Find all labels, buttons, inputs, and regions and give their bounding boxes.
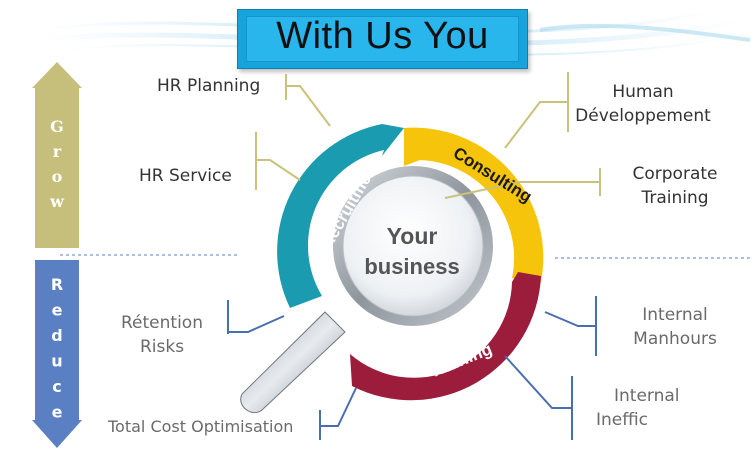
ineffic-line2: Ineffic (596, 410, 649, 430)
ineffic-line1: Internal (614, 386, 680, 406)
manhours-connector (544, 296, 597, 356)
retention-line2: Risks (139, 337, 185, 357)
retention-connector (227, 300, 285, 334)
total-cost-connector (319, 387, 357, 440)
magnifier-handle (240, 311, 346, 414)
training-arc (350, 272, 541, 401)
center-text-line2: business (364, 254, 459, 279)
manhours-line1: Internal (642, 305, 708, 325)
retention-label: Rétention Risks (114, 311, 210, 359)
page-title: With Us You (276, 15, 489, 57)
retention-line1: Rétention (121, 313, 203, 333)
magnifier-lens (342, 175, 484, 317)
hr-service-connector (255, 132, 301, 190)
recruitment-arc (277, 124, 404, 308)
hr-planning-connector (285, 74, 331, 127)
title-panel: With Us You (246, 15, 519, 62)
center-text-line1: Your (387, 223, 438, 249)
hr-planning-label: HR Planning (157, 76, 261, 96)
consulting-arc (404, 127, 544, 283)
human-dev-connector (504, 72, 569, 149)
grow-arrow (32, 62, 82, 248)
corporate-training-label: Corporate Training (612, 162, 738, 210)
corporate-training-line1: Corporate (632, 164, 718, 184)
manhours-line2: Manhours (633, 329, 717, 349)
ineffic-label: Internal Ineffic (596, 384, 696, 432)
reduce-arrow (32, 260, 82, 448)
corporate-training-line2: Training (641, 188, 709, 208)
human-dev-line2: Développement (575, 106, 711, 126)
hr-service-label: HR Service (139, 166, 232, 186)
title-box: With Us You (237, 9, 528, 69)
human-dev-line1: Human (612, 82, 674, 102)
manhours-label: Internal Manhours (612, 303, 738, 351)
total-cost-label: Total Cost Optimisation (108, 417, 294, 436)
human-dev-label: Human Développement (568, 80, 718, 128)
ineffic-connector (504, 355, 573, 440)
corporate-training-connector (444, 168, 601, 199)
